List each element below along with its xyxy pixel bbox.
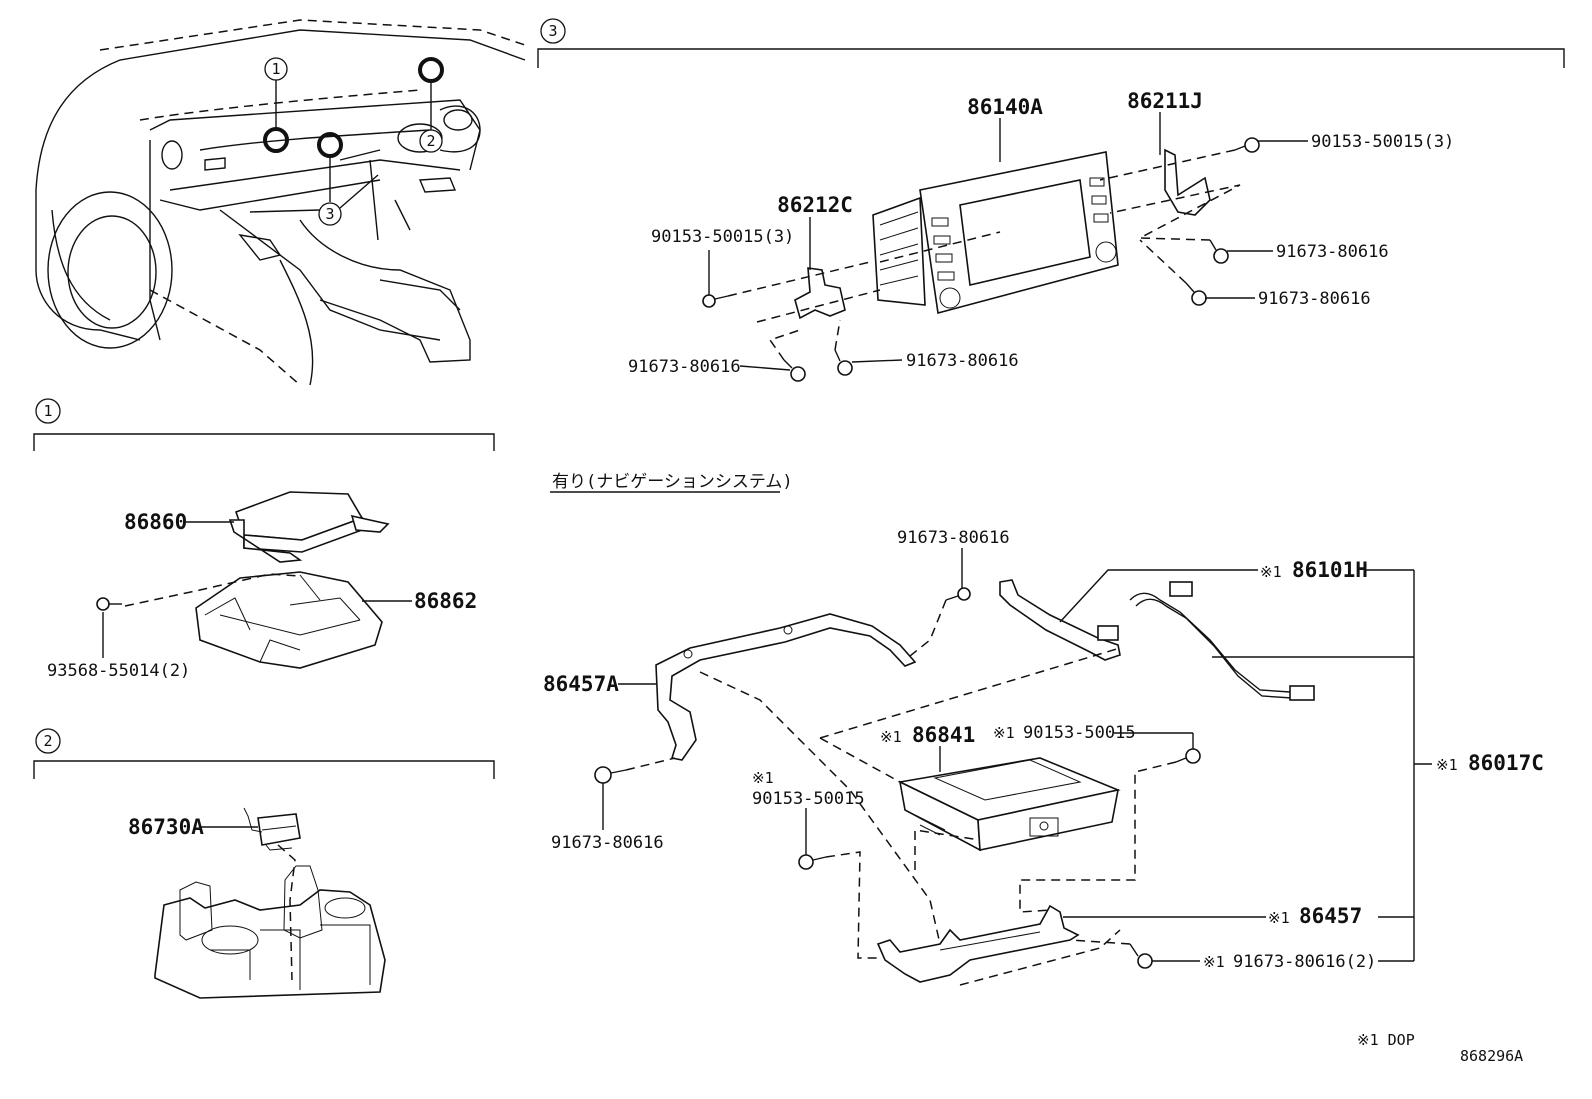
callout-3-label: 3 — [325, 205, 334, 223]
section-1-header: 1 — [33, 398, 495, 451]
section-3-number: 3 — [548, 22, 557, 40]
bolt-93568 — [96, 597, 122, 611]
callout-3 — [318, 202, 342, 226]
part-91673-f: 91673-80616 — [551, 833, 664, 853]
part-86017C: 86017C — [1468, 751, 1544, 775]
head-unit-86140A — [872, 151, 1119, 315]
callout-1 — [264, 57, 288, 81]
part-91673-d: 91673-80616 — [906, 351, 1019, 371]
section-1-number: 1 — [43, 402, 52, 420]
bracket-86862 — [195, 571, 383, 669]
mark-86841: ※1 — [880, 728, 902, 746]
dop-legend: ※1 DOP — [1357, 1031, 1415, 1049]
part-91673-g: 91673-80616(2) — [1233, 952, 1376, 972]
nav-ecu-86841 — [897, 757, 1121, 852]
leaders-navi — [602, 548, 1432, 962]
mark-91673-g: ※1 — [1203, 953, 1225, 971]
part-86101H: 86101H — [1292, 558, 1368, 582]
part-90153-b: 90153-50015(3) — [1311, 132, 1454, 152]
mark-90153-d: ※1 — [752, 769, 774, 787]
part-91673-a: 91673-80616 — [1276, 242, 1389, 262]
location-marker-3 — [317, 132, 343, 158]
mark-90153-c: ※1 — [993, 724, 1015, 742]
part-90153-d: 90153-50015 — [752, 789, 865, 809]
part-91673-e: 91673-80616 — [897, 528, 1010, 548]
part-86212C: 86212C — [777, 193, 853, 217]
part-86211J: 86211J — [1127, 89, 1203, 113]
section-2-number: 2 — [43, 732, 52, 750]
bracket-86457A — [655, 613, 917, 761]
assembly-lines-navi — [625, 599, 1177, 986]
bracket-86212C — [794, 267, 846, 320]
bolts-navi — [594, 587, 1201, 969]
overhead-console — [154, 865, 386, 999]
car-interior-overview — [35, 19, 526, 386]
part-90153-a: 90153-50015(3) — [651, 227, 794, 247]
part-86730A: 86730A — [128, 815, 204, 839]
mark-86017C: ※1 — [1436, 756, 1458, 774]
mark-86101H: ※1 — [1260, 563, 1282, 581]
section-3-header: 3 — [537, 18, 1565, 68]
callout-markers: 1 2 3 — [249, 57, 444, 226]
part-86457A: 86457A — [543, 672, 619, 696]
part-93568: 93568-55014(2) — [47, 661, 190, 681]
mark-86457: ※1 — [1268, 909, 1290, 927]
part-86860: 86860 — [124, 510, 187, 534]
airbag-sensor-86860 — [228, 491, 390, 563]
part-86140A: 86140A — [967, 95, 1043, 119]
callout-1-label: 1 — [271, 60, 280, 78]
section-2-header: 2 — [33, 728, 495, 779]
harness-86101H — [999, 579, 1315, 701]
part-91673-b: 91673-80616 — [1258, 289, 1371, 309]
bolts-section-3 — [702, 137, 1260, 382]
bracket-86457 — [876, 904, 1080, 983]
part-86862: 86862 — [414, 589, 477, 613]
part-90153-c: 90153-50015 — [1023, 723, 1136, 743]
callout-2-label: 2 — [426, 132, 435, 150]
diagram-id: 868296A — [1460, 1047, 1523, 1065]
assembly-lines-3 — [727, 149, 1241, 361]
part-91673-c: 91673-80616 — [628, 357, 741, 377]
part-86841: 86841 — [912, 723, 975, 747]
module-86730A — [243, 807, 301, 851]
leaders-3 — [708, 112, 1308, 371]
location-marker-2 — [418, 57, 444, 83]
part-86457: 86457 — [1299, 904, 1362, 928]
nav-section-heading: 有り(ナビゲーションシステム) — [552, 472, 793, 492]
assembly-line-1 — [124, 573, 301, 607]
callout-2 — [419, 129, 443, 153]
